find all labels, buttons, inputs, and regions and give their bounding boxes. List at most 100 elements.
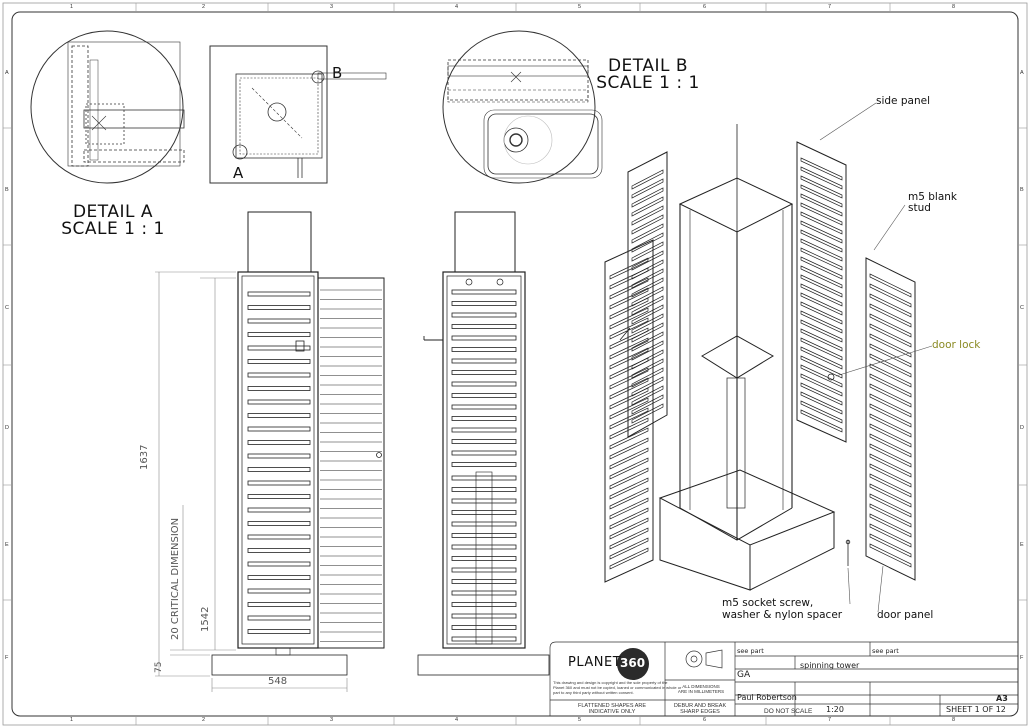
iso-slat bbox=[631, 214, 664, 235]
zone-label: 2 bbox=[202, 717, 206, 723]
slat bbox=[451, 475, 517, 481]
slat bbox=[451, 521, 517, 527]
slat bbox=[451, 462, 517, 467]
callout-screw-line1: m5 socket screw, bbox=[722, 597, 814, 609]
iso-slat bbox=[800, 274, 843, 298]
iso-slat bbox=[609, 427, 649, 450]
zone-label: C bbox=[1020, 305, 1024, 311]
iso-slat bbox=[869, 503, 912, 528]
slat bbox=[247, 318, 311, 324]
iso-slat bbox=[800, 355, 843, 379]
zone-label: F bbox=[1020, 655, 1024, 661]
iso-slat bbox=[869, 353, 912, 378]
slat bbox=[247, 305, 311, 310]
iso-slat bbox=[800, 157, 843, 181]
iso-slat bbox=[800, 265, 843, 289]
iso-slat bbox=[869, 273, 912, 298]
slat bbox=[247, 521, 311, 526]
copyright-notice: This drawing and design is copyright and… bbox=[553, 680, 682, 695]
callout-blank-stud: m5 blank stud bbox=[908, 191, 957, 214]
iso-slat bbox=[869, 363, 912, 388]
iso-slat bbox=[631, 223, 664, 244]
slat bbox=[451, 579, 517, 584]
iso-slat bbox=[609, 547, 649, 570]
iso-slat bbox=[869, 453, 912, 478]
drawn-by-value: Paul Robertson bbox=[737, 693, 797, 702]
slat bbox=[247, 345, 311, 351]
iso-slat bbox=[631, 295, 664, 316]
scale-value: 1:20 bbox=[826, 705, 844, 714]
slat bbox=[247, 291, 311, 297]
callout-screw-line2: washer & nylon spacer bbox=[722, 608, 843, 621]
iso-slat bbox=[609, 337, 649, 360]
iso-slat bbox=[800, 337, 843, 361]
zone-ticks bbox=[3, 3, 1027, 725]
iso-slat bbox=[609, 477, 649, 500]
iso-slat bbox=[869, 513, 912, 538]
dim-base-height: 75 bbox=[154, 661, 164, 673]
logo-badge bbox=[617, 648, 649, 680]
detail-a-line1: DETAIL A bbox=[72, 202, 154, 222]
size-value: A3 bbox=[996, 694, 1008, 703]
iso-slat bbox=[869, 523, 912, 548]
sheet-value: SHEET 1 OF 12 bbox=[946, 705, 1006, 714]
zone-label: 5 bbox=[578, 717, 582, 723]
iso-slat bbox=[800, 202, 843, 226]
iso-slat bbox=[609, 287, 649, 310]
iso-slat bbox=[869, 383, 912, 408]
zone-label: D bbox=[5, 425, 9, 431]
iso-slat bbox=[800, 409, 843, 433]
zone-label: A bbox=[5, 70, 9, 76]
slat bbox=[247, 602, 311, 607]
slat bbox=[451, 439, 517, 444]
side-elevation bbox=[417, 211, 550, 676]
detail-marker-a: A bbox=[233, 164, 244, 182]
iso-slat bbox=[609, 517, 649, 540]
dim-overall-height: 1637 bbox=[139, 444, 150, 470]
iso-slat bbox=[631, 340, 664, 361]
logo-number: 360 bbox=[620, 656, 646, 670]
front-elevation bbox=[211, 211, 385, 676]
slat bbox=[451, 347, 517, 352]
iso-slat bbox=[609, 347, 649, 370]
copyright-line2: Planet 360 and must not be copied, loane… bbox=[553, 684, 682, 690]
iso-slat bbox=[609, 457, 649, 480]
iso-slat bbox=[800, 211, 843, 235]
iso-slat bbox=[800, 301, 843, 325]
slat bbox=[451, 324, 517, 329]
iso-slat bbox=[869, 343, 912, 368]
iso-slat bbox=[800, 220, 843, 244]
iso-slat bbox=[609, 277, 649, 300]
zone-label: 3 bbox=[330, 717, 334, 723]
iso-slat bbox=[869, 543, 912, 568]
iso-slat bbox=[609, 467, 649, 490]
slat bbox=[247, 575, 311, 580]
slat bbox=[247, 332, 311, 337]
do-not-scale: DO NOT SCALE bbox=[764, 708, 813, 715]
slat bbox=[451, 312, 517, 318]
detail-a-scale: SCALE 1 : 1 bbox=[61, 219, 165, 239]
deburr-line2: SHARP EDGES bbox=[680, 709, 720, 715]
slat bbox=[451, 404, 517, 410]
zone-label: 6 bbox=[703, 717, 707, 723]
callout-blank-stud-line1: m5 blank bbox=[908, 191, 957, 203]
zone-label: 2 bbox=[202, 4, 206, 10]
slat bbox=[451, 335, 517, 341]
slat bbox=[451, 370, 517, 375]
iso-slat bbox=[800, 184, 843, 208]
iso-slat bbox=[631, 205, 664, 226]
iso-slat bbox=[800, 256, 843, 280]
iso-slat bbox=[631, 385, 664, 406]
tolerance-line1: ALL DIMENSIONS bbox=[682, 684, 720, 689]
slat bbox=[451, 510, 517, 515]
iso-slat bbox=[800, 391, 843, 415]
iso-slat bbox=[869, 493, 912, 518]
slat bbox=[247, 359, 311, 364]
iso-slat bbox=[631, 232, 664, 253]
iso-slat bbox=[869, 433, 912, 458]
slat bbox=[247, 507, 311, 513]
iso-slat bbox=[609, 437, 649, 460]
iso-slat bbox=[800, 229, 843, 253]
iso-slat bbox=[800, 310, 843, 334]
